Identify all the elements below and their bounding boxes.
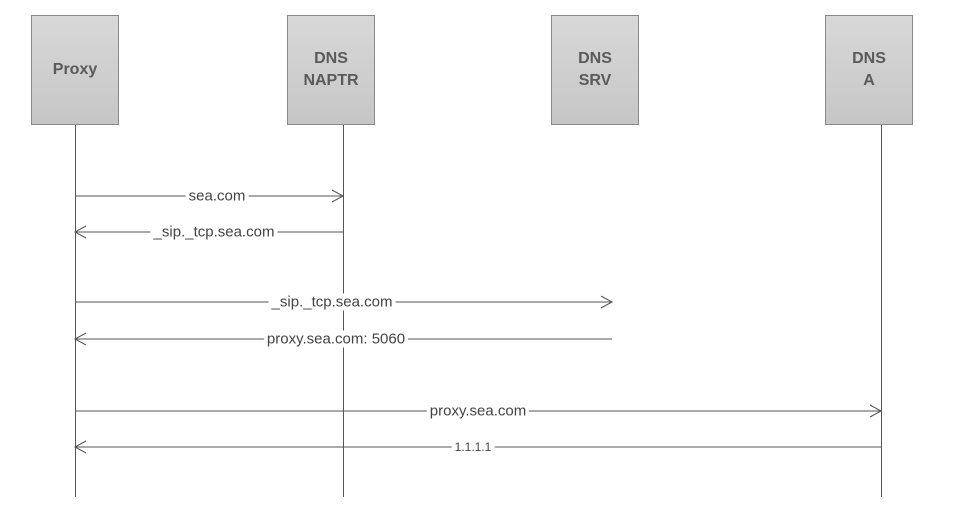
actor-dns-srv-label-line1: DNS	[578, 50, 612, 67]
arrowhead-5	[869, 404, 883, 418]
arrowhead-1	[331, 189, 345, 203]
arrowhead-4	[73, 332, 87, 346]
lifeline-dns-a	[881, 125, 882, 497]
message-label-5: proxy.sea.com	[426, 402, 530, 420]
actor-dns-a: DNS A	[825, 15, 913, 125]
actor-dns-a-label-line2: A	[863, 72, 875, 89]
actor-dns-a-label-line1: DNS	[852, 50, 886, 67]
message-label-4: proxy.sea.com: 5060	[263, 330, 409, 348]
message-label-1: sea.com	[185, 187, 249, 205]
actor-dns-srv: DNS SRV	[551, 15, 639, 125]
actor-proxy-label: Proxy	[52, 61, 98, 78]
message-label-6: 1.1.1.1	[451, 440, 495, 454]
arrowhead-2	[73, 225, 87, 239]
actor-dns-naptr-label-line1: DNS	[314, 50, 348, 67]
message-label-3: _sip._tcp.sea.com	[268, 293, 396, 311]
arrowhead-6	[73, 440, 87, 454]
actor-dns-naptr-label-line2: NAPTR	[303, 72, 359, 89]
actor-dns-srv-label-line2: SRV	[578, 72, 612, 89]
arrowhead-3	[600, 295, 614, 309]
actor-proxy: Proxy	[31, 15, 119, 125]
message-label-2: _sip._tcp.sea.com	[150, 223, 278, 241]
lifeline-proxy	[75, 125, 76, 497]
lifeline-dns-naptr	[343, 125, 344, 497]
actor-dns-naptr: DNS NAPTR	[287, 15, 375, 125]
